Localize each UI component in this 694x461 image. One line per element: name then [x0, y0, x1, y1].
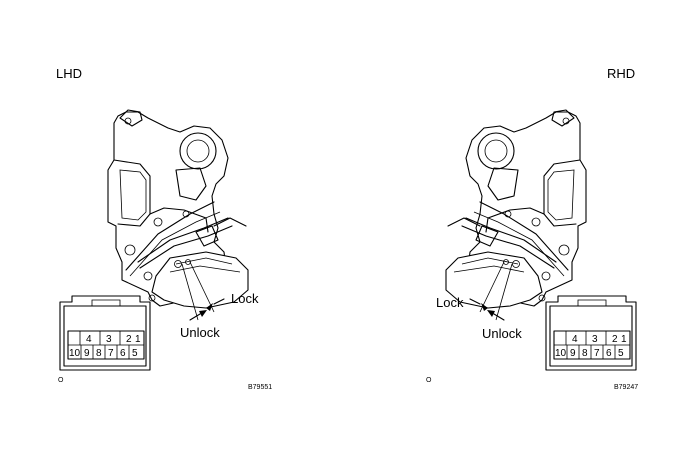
lhd-pin-5: 5 — [132, 348, 138, 359]
lhd-pin-3: 3 — [106, 334, 112, 345]
lhd-panel: LHD — [56, 66, 272, 391]
lhd-pin-10: 10 — [69, 348, 81, 359]
lhd-lock-label: Lock — [231, 291, 259, 306]
rhd-pin-4: 4 — [572, 334, 578, 345]
lhd-title: LHD — [56, 66, 82, 81]
lhd-pin-4: 4 — [86, 334, 92, 345]
rhd-pin-7: 7 — [594, 348, 600, 359]
rhd-pin-3: 3 — [592, 334, 598, 345]
rhd-connector: 4 3 2 1 10 9 8 7 6 5 — [545, 295, 637, 371]
rhd-pin-6: 6 — [606, 348, 612, 359]
lhd-corner-mark: O — [58, 377, 64, 384]
lhd-lock-indicator — [181, 261, 225, 321]
rhd-panel: RHD — [426, 66, 638, 391]
rhd-title: RHD — [607, 66, 635, 81]
lhd-pin-1: 1 — [135, 334, 141, 345]
lhd-pin-7: 7 — [108, 348, 114, 359]
rhd-pin-5: 5 — [618, 348, 624, 359]
lhd-unlock-label: Unlock — [180, 325, 220, 340]
rhd-pin-10: 10 — [555, 348, 567, 359]
rhd-unlock-label: Unlock — [482, 326, 522, 341]
rhd-corner-mark: O — [426, 377, 432, 384]
rhd-door-lock-assembly — [445, 109, 587, 321]
lhd-connector: 4 3 2 1 10 9 8 7 6 5 — [59, 295, 151, 371]
lhd-pin-9: 9 — [84, 348, 90, 359]
rhd-pin-2: 2 — [612, 334, 618, 345]
rhd-pin-9: 9 — [570, 348, 576, 359]
lhd-door-lock-assembly — [107, 109, 249, 309]
lhd-pin-8: 8 — [96, 348, 102, 359]
lhd-pin-2: 2 — [126, 334, 132, 345]
rhd-pin-8: 8 — [582, 348, 588, 359]
rhd-lock-label: Lock — [436, 295, 464, 310]
lhd-figure-id: B79551 — [248, 384, 272, 391]
rhd-figure-id: B79247 — [614, 384, 638, 391]
lhd-pin-6: 6 — [120, 348, 126, 359]
rhd-pin-1: 1 — [621, 334, 627, 345]
